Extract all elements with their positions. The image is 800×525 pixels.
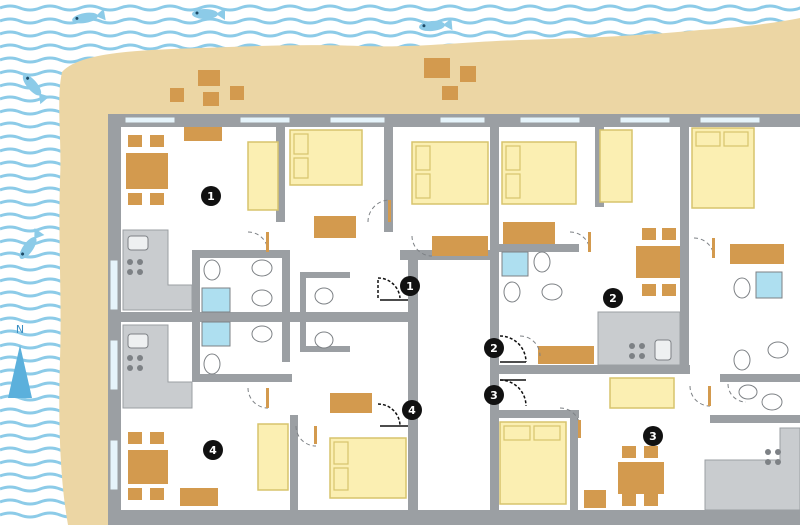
entrance-doors — [377, 277, 527, 427]
compass-north-icon: N — [8, 323, 32, 398]
apartment-marker-3: 3 — [643, 426, 663, 446]
apartment-marker-2: 2 — [603, 288, 623, 308]
apartment-marker-4: 4 — [203, 440, 223, 460]
entrance-label: 3 — [490, 389, 498, 402]
windows — [109, 116, 761, 491]
apartment-label: 1 — [207, 190, 215, 203]
wave-line — [0, 17, 800, 25]
entrance-label: 1 — [406, 280, 414, 293]
entrance-marker-2: 2 — [484, 338, 504, 358]
door-leaves — [266, 200, 715, 444]
entrance-marker-4: 4 — [402, 400, 422, 420]
entrance-marker-1: 1 — [400, 276, 420, 296]
furniture — [126, 127, 784, 508]
apartment-label: 3 — [649, 430, 657, 443]
entrance-label: 4 — [408, 404, 416, 417]
fish-icon — [19, 8, 453, 260]
pillows — [293, 131, 749, 491]
stove-icon — [127, 259, 781, 465]
bathrooms — [201, 251, 789, 411]
wave-line — [0, 4, 800, 12]
apartment-label: 2 — [609, 292, 617, 305]
sink-icon — [127, 235, 672, 361]
entrance-label: 2 — [490, 342, 498, 355]
apartment-marker-1: 1 — [201, 186, 221, 206]
beach-lounger-icon — [170, 58, 476, 106]
compass-label: N — [16, 323, 24, 336]
entrance-marker-3: 3 — [484, 385, 504, 405]
beds — [247, 127, 755, 505]
apartment-label: 4 — [209, 444, 217, 457]
